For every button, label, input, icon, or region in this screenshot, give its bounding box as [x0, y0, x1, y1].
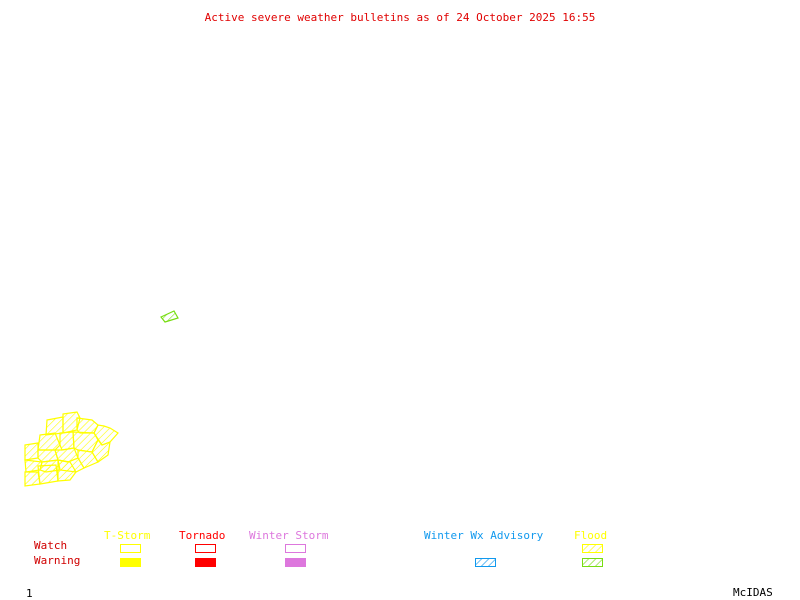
county — [57, 459, 77, 482]
winter-storm-watch-swatch — [285, 544, 306, 553]
county — [24, 471, 41, 487]
legend-header-winter-storm: Winter Storm — [249, 529, 329, 542]
tornado-watch-swatch — [195, 544, 216, 553]
frame-number: 1 — [26, 587, 33, 600]
legend-header-tornado: Tornado — [179, 529, 226, 542]
tstorm-watch-swatch — [120, 544, 141, 553]
legend-header-flood: Flood — [574, 529, 608, 542]
county — [37, 464, 59, 485]
flood-warning-area — [160, 310, 179, 323]
software-label: McIDAS — [733, 586, 773, 599]
county — [77, 449, 99, 469]
winter-wx-advisory-swatch — [475, 558, 496, 567]
legend-row-watch: Watch — [34, 539, 68, 552]
flood-watch-swatch — [582, 544, 603, 553]
tornado-warning-swatch — [195, 558, 216, 567]
legend-row-warning: Warning — [34, 554, 81, 567]
county — [37, 432, 61, 451]
winter-storm-warning-swatch — [285, 558, 306, 567]
county — [24, 442, 39, 461]
legend-header-tstorm: T-Storm — [104, 529, 151, 542]
flood-watch-area — [24, 411, 119, 487]
tstorm-warning-swatch — [120, 558, 141, 567]
flood-warning-swatch — [582, 558, 603, 567]
page-title: Active severe weather bulletins as of 24… — [204, 11, 596, 24]
county — [59, 431, 75, 451]
county — [45, 416, 64, 436]
legend-header-winter-wx-advisory: Winter Wx Advisory — [424, 529, 544, 542]
